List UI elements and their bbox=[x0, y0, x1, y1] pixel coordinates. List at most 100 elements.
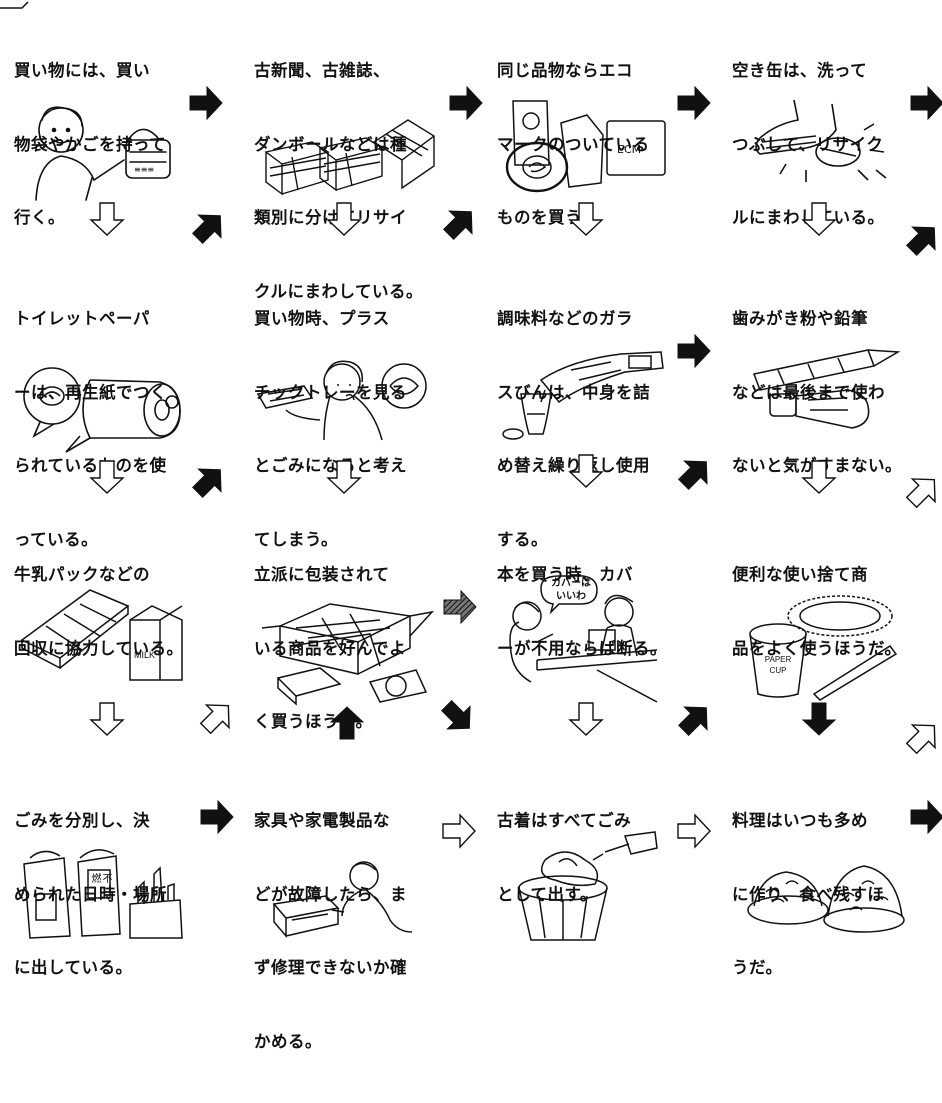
arrow-right bbox=[675, 84, 713, 122]
arrow-down-shape bbox=[89, 202, 125, 236]
cell-text: 買い物時、プラス チックトレーを見る とごみになると考え てしまう。 bbox=[254, 258, 454, 601]
arrow-down-shape bbox=[801, 202, 837, 236]
text-line: ず修理できないか確 bbox=[254, 958, 407, 977]
arrow-up-right-shape bbox=[905, 724, 936, 755]
arrow-right bbox=[675, 332, 713, 370]
arrow-up-right bbox=[676, 454, 714, 492]
arrow-path bbox=[677, 85, 711, 121]
leftover-food-illustration bbox=[746, 856, 908, 936]
text-line: 同じ品物ならエコ bbox=[497, 61, 633, 80]
arrow-right bbox=[675, 812, 713, 850]
arrow-down bbox=[567, 200, 605, 238]
arrow-path bbox=[89, 460, 125, 494]
arrow-path bbox=[89, 702, 125, 736]
svg-text:ECM: ECM bbox=[617, 143, 641, 156]
arrow-right-shape bbox=[677, 85, 711, 121]
arrow-path bbox=[905, 724, 936, 755]
arrow-path bbox=[568, 702, 604, 736]
trash-can-illustration bbox=[505, 830, 673, 942]
arrow-up-right-shape bbox=[192, 468, 222, 498]
text-line: に出している。 bbox=[14, 958, 133, 977]
paper-cup-illustration bbox=[740, 584, 908, 701]
arrow-down bbox=[325, 458, 363, 496]
newspaper-bundles-illustration bbox=[262, 112, 438, 198]
arrow-right bbox=[441, 588, 479, 626]
arrow-path bbox=[449, 85, 483, 121]
cell-text: 同じ品物ならエコ マークのついている ものを買う。 bbox=[497, 10, 697, 280]
woman-with-basket-illustration: ≡≡≡ bbox=[16, 100, 191, 201]
arrow-right-shape bbox=[189, 85, 223, 121]
arrow-up-right-shape bbox=[906, 226, 936, 256]
arrow-up-right-shape bbox=[678, 706, 708, 736]
text-line: 歯みがき粉や鉛筆 bbox=[732, 309, 868, 328]
text-line: められた日時・場所 bbox=[14, 884, 167, 904]
text-line: かめる。 bbox=[254, 1031, 322, 1051]
tray-thinking-illustration bbox=[254, 356, 432, 441]
arrow-right-shape bbox=[910, 799, 942, 835]
text-line: クルにまわしている。 bbox=[254, 281, 424, 301]
arrow-path bbox=[677, 813, 711, 849]
arrow-right-shape bbox=[677, 333, 711, 369]
arrow-right-shape bbox=[200, 799, 234, 835]
arrow-right bbox=[187, 84, 225, 122]
text-line: 回収に協力している。 bbox=[14, 638, 184, 658]
text-line: 類別に分けてリサイ bbox=[254, 208, 407, 227]
arrow-down bbox=[88, 200, 126, 238]
arrow-down-shape bbox=[89, 702, 125, 736]
text-line: 買い物時、プラス bbox=[254, 309, 390, 328]
text-line: トイレットペーパ bbox=[14, 309, 150, 328]
text-line: ルにまわしている。 bbox=[732, 208, 885, 227]
cup-label: PAPER CUP bbox=[752, 654, 804, 676]
arrow-right-shape bbox=[677, 813, 711, 849]
text-line: 買い物には、買い bbox=[14, 61, 150, 80]
arrow-down-right-shape bbox=[441, 700, 471, 730]
arrow-right bbox=[447, 84, 485, 122]
text-line: てしまう。 bbox=[254, 529, 339, 549]
eco-products-illustration: ECM bbox=[503, 95, 671, 195]
text-line: 立派に包装されて bbox=[254, 565, 390, 584]
arrow-path bbox=[678, 460, 708, 490]
arrow-up-right bbox=[441, 204, 479, 242]
arrow-down bbox=[567, 452, 605, 490]
speech-line: いいわ bbox=[556, 591, 586, 602]
gift-box-illustration bbox=[260, 586, 438, 706]
text-line: っている。 bbox=[14, 529, 99, 549]
arrow-up-right bbox=[904, 472, 942, 510]
arrow-path bbox=[329, 706, 365, 740]
arrow-path bbox=[677, 333, 711, 369]
arrow-path bbox=[906, 226, 936, 256]
arrow-up-right bbox=[190, 208, 228, 246]
arrow-down-shape bbox=[801, 702, 837, 736]
arrow-down-shape bbox=[568, 202, 604, 236]
arrow-path bbox=[189, 85, 223, 121]
arrow-path bbox=[910, 799, 942, 835]
arrow-path bbox=[443, 210, 473, 240]
crushing-can-illustration bbox=[746, 99, 906, 192]
arrow-down bbox=[800, 200, 838, 238]
arrow-up-right bbox=[904, 220, 942, 258]
speech-line: カバーは bbox=[551, 578, 591, 589]
text-line: 家具や家電製品な bbox=[254, 811, 390, 830]
arrow-right-shape bbox=[442, 813, 476, 849]
arrow-up-right-shape bbox=[443, 210, 473, 240]
arrow-down bbox=[800, 458, 838, 496]
arrow-down bbox=[567, 700, 605, 738]
arrow-path bbox=[801, 702, 837, 736]
arrow-up bbox=[328, 704, 366, 742]
repairing-illustration bbox=[272, 860, 432, 940]
cup-label-line: CUP bbox=[769, 666, 787, 675]
arrow-path bbox=[801, 202, 837, 236]
arrow-path bbox=[326, 460, 362, 494]
cell-text: 調味料などのガラ スびんは、中身を詰 め替え繰り返し使用 する。 bbox=[497, 258, 697, 601]
arrow-down-shape bbox=[568, 702, 604, 736]
arrow-up-right-shape bbox=[199, 704, 230, 735]
arrow-down-shape bbox=[801, 460, 837, 494]
cell-text: 立派に包装されて いる商品を好んでよ く買うほうだ。 bbox=[254, 514, 454, 784]
arrow-up-right bbox=[904, 718, 942, 756]
arrow-path bbox=[199, 704, 230, 735]
text-line: する。 bbox=[497, 529, 548, 549]
bin-label: 不燃 bbox=[89, 873, 111, 883]
text-line: られているものを使 bbox=[14, 456, 167, 475]
cup-label-line: PAPER bbox=[764, 655, 792, 664]
arrow-down-shape bbox=[89, 460, 125, 494]
